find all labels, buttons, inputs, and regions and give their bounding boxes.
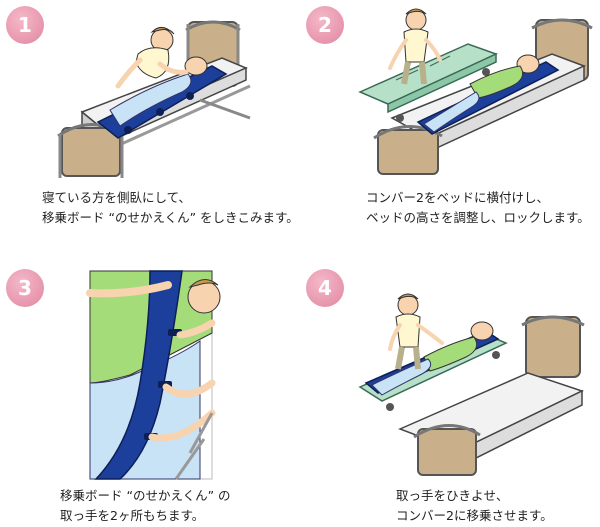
stretcher-beside-bed-icon [358,8,593,175]
step-caption: 寝ている方を側臥にして、 移乗ボード “のせかえくん” をしきこみます。 [42,188,299,228]
pulling-patient-onto-stretcher-icon [358,293,585,476]
caption-line: コンバー2に移乗させます。 [396,508,553,523]
step-number-badge: 4 [306,269,344,307]
step-number-badge: 1 [6,6,44,44]
caption-line: 寝ている方を側臥にして、 [42,190,192,205]
step-2: 2 コンバー2をベッドに横付けし、 ベッドの高さを調整し、ロックします。 [300,0,600,263]
caption-line: 取っ手を2ヶ所もちます。 [60,508,205,523]
step-1: 1 寝ている方を側臥にして、 移乗ボード “の [0,0,300,263]
caption-line: 取っ手をひきよせ、 [396,488,509,503]
step-4: 4 取っ手をひきよせ、 コンバー2に移乗させます。 [300,263,600,526]
caption-line: 移乗ボード “のせかえくん” の [60,488,231,503]
step-number-badge: 2 [306,6,344,44]
hands-gripping-board-handles-icon [86,270,221,480]
step-3: 3 移乗ボード “のせかえくん” の 取っ手を2ヶ所もちます。 [0,263,300,526]
step-caption: 移乗ボード “のせかえくん” の 取っ手を2ヶ所もちます。 [60,486,231,526]
caption-line: 移乗ボード “のせかえくん” をしきこみます。 [42,210,299,225]
caregiver-placing-transfer-board-icon [57,20,251,178]
caption-line: ベッドの高さを調整し、ロックします。 [366,210,590,225]
step-caption: 取っ手をひきよせ、 コンバー2に移乗させます。 [396,486,553,526]
step-caption: コンバー2をベッドに横付けし、 ベッドの高さを調整し、ロックします。 [366,188,590,228]
caption-line: コンバー2をベッドに横付けし、 [366,190,549,205]
step-number-badge: 3 [6,269,44,307]
